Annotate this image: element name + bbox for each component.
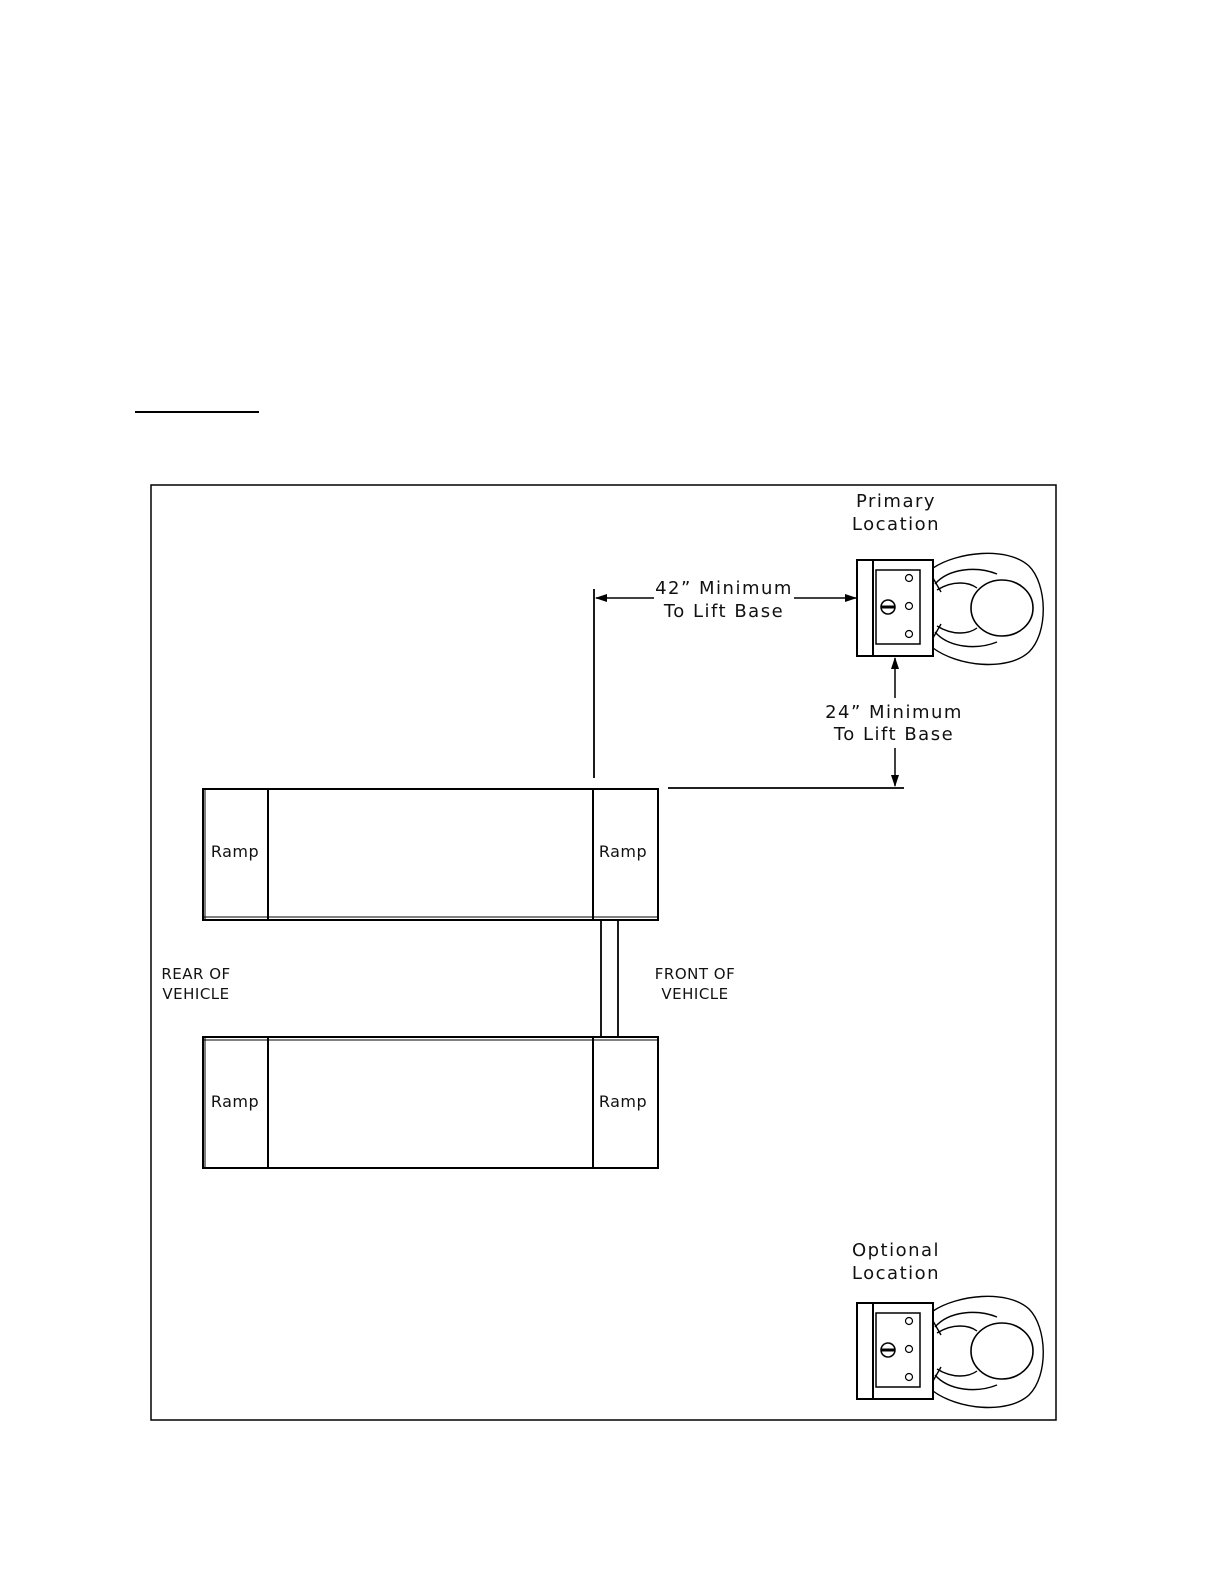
dim24-label-line2: To Lift Base bbox=[833, 724, 954, 745]
ramp-label-lower-rear: Ramp bbox=[211, 1092, 259, 1111]
front-of-vehicle-line2: VEHICLE bbox=[661, 985, 728, 1003]
ramp-label-upper-front: Ramp bbox=[599, 842, 647, 861]
ramp-label-lower-front: Ramp bbox=[599, 1092, 647, 1111]
dim42-label-line2: To Lift Base bbox=[663, 601, 784, 622]
rear-of-vehicle-line1: REAR OF bbox=[161, 965, 230, 983]
dim24-label-line1: 24” Minimum bbox=[825, 702, 963, 723]
rear-of-vehicle-line2: VEHICLE bbox=[162, 985, 229, 1003]
primary-control-unit-icon bbox=[857, 553, 1043, 664]
front-of-vehicle-line1: FRONT OF bbox=[655, 965, 735, 983]
primary-location-line2: Location bbox=[852, 514, 940, 535]
dimension-24-minimum bbox=[668, 658, 904, 788]
cross-tube bbox=[601, 920, 618, 1037]
optional-location-line1: Optional bbox=[852, 1240, 940, 1261]
ramp-label-upper-rear: Ramp bbox=[211, 842, 259, 861]
optional-control-unit-icon bbox=[857, 1296, 1043, 1407]
lower-runway bbox=[203, 1037, 658, 1168]
upper-runway bbox=[203, 789, 658, 920]
primary-location-line1: Primary bbox=[856, 491, 936, 512]
dim42-label-line1: 42” Minimum bbox=[655, 578, 793, 599]
optional-location-line2: Location bbox=[852, 1263, 940, 1284]
